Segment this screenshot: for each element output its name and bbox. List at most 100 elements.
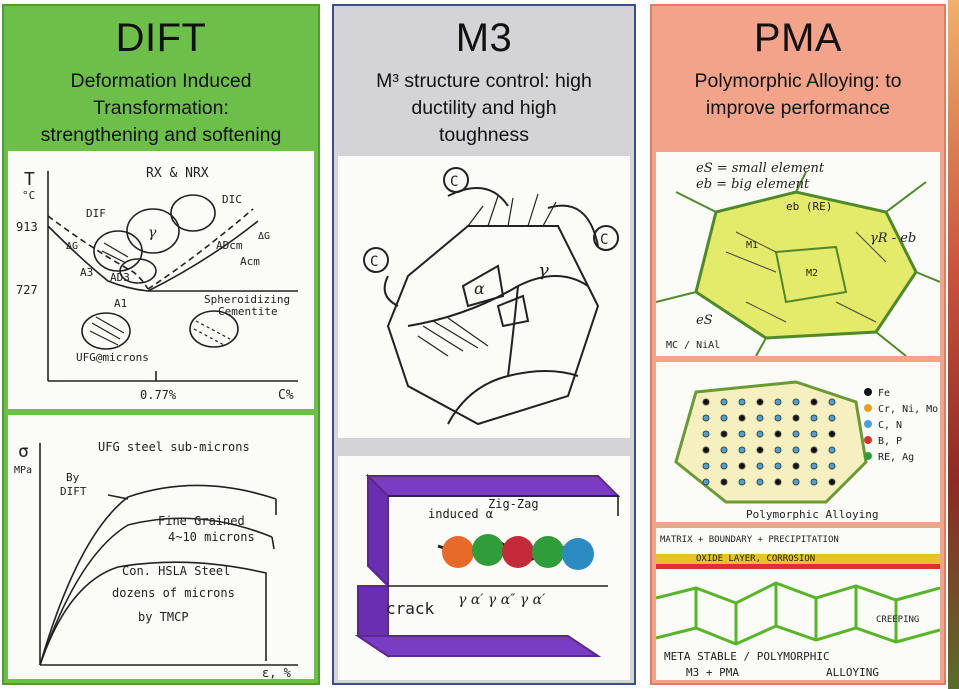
hsla-size-label: dozens of microns <box>112 586 235 600</box>
ufg-label: UFG@microns <box>76 351 149 364</box>
dift-subtitle-line-3: strengthening and softening <box>40 124 282 146</box>
grain-hatching <box>417 317 489 357</box>
mc-nial-label: MC / NiAl <box>666 340 720 351</box>
lattice-atom <box>720 430 728 438</box>
pma-title: PMA <box>753 16 843 60</box>
dift-curve-label: DIFT <box>60 485 87 498</box>
ad3-dashed-line <box>47 215 149 290</box>
lattice-atom <box>828 462 836 470</box>
lattice-atom <box>774 414 782 422</box>
rotate-arrow-left <box>383 275 399 307</box>
strain-label: ε, % <box>262 666 292 679</box>
dif-label: DIF <box>86 207 106 220</box>
lattice-atom <box>720 414 728 422</box>
es-label: eS <box>696 313 713 328</box>
lattice-atom <box>774 398 782 406</box>
fine-size-label: 4~10 microns <box>168 530 255 544</box>
lattice-atom <box>792 446 800 454</box>
grain-boundary-3 <box>507 285 519 377</box>
m3-subtitle-line-2: ductility and high <box>411 97 557 119</box>
grain-outline <box>386 225 600 426</box>
dift-subtitle-line-1: Deformation Induced <box>70 70 252 92</box>
m1-label: M1 <box>746 240 758 251</box>
lattice-atom <box>792 478 800 486</box>
t727-label: 727 <box>16 283 38 297</box>
stress-strain-sketch: σ MPa UFG steel sub-microns By DIFT Fine… <box>8 415 314 679</box>
inner-grain <box>774 245 848 304</box>
alpha-subgrain-1 <box>461 264 505 308</box>
c-label-left: C <box>370 254 378 270</box>
ufg-curve <box>39 484 277 666</box>
crack-sketch: Zig-Zag induced α crack γ α′ γ α″ γ α′ <box>338 456 630 680</box>
grain-boundary-1 <box>407 275 589 327</box>
fine-end <box>271 536 275 550</box>
ufg-steel-label: UFG steel sub-microns <box>98 440 250 454</box>
a3-line <box>47 225 149 292</box>
right-edge-image-strip <box>948 0 959 689</box>
c-mark-right <box>593 225 619 251</box>
pma-lattice-svg: Fe Cr, Ni, Mo C, N B, P RE, Ag Polymorph… <box>674 380 938 521</box>
ufg-hatch <box>89 316 125 346</box>
acm-label: Acm <box>240 255 260 268</box>
crack-svg: Zig-Zag induced α crack γ α′ γ α″ γ α′ <box>354 473 621 658</box>
meta-stable-label: META STABLE / POLYMORPHIC <box>664 650 830 663</box>
rotate-arrow-right <box>547 204 599 247</box>
grain-small <box>119 258 157 284</box>
oxide-band-yellow <box>656 554 940 564</box>
fine-grained-label: Fine Grained <box>158 514 245 528</box>
c077-label: 0.77% <box>140 388 177 402</box>
x-axis-label: C% <box>278 388 294 403</box>
lattice-atom <box>738 414 746 422</box>
lattice-atom <box>756 430 764 438</box>
phase-diagram-svg: T °C 913 727 0.77% C% RX & NRX DIF DIC γ… <box>16 166 298 403</box>
y-axis-unit: °C <box>22 189 35 202</box>
lattice-atom <box>720 398 728 406</box>
lattice-atom <box>756 478 764 486</box>
lattice-atom <box>702 430 710 438</box>
lattice-atom <box>702 414 710 422</box>
a3-label: A3 <box>80 266 93 279</box>
fine-curve <box>39 517 273 666</box>
m3-pma-label: M3 + PMA <box>686 666 739 679</box>
rx-nrx-label: RX & NRX <box>146 166 209 181</box>
lattice-atom <box>810 398 818 406</box>
sigma-label: σ <box>18 441 29 462</box>
crack-top-face <box>365 475 621 497</box>
crack-bottom-face <box>354 635 602 657</box>
lattice-atom <box>738 478 746 486</box>
grain-blue <box>562 538 594 570</box>
lattice-atom <box>828 398 836 406</box>
matrix-label: MATRIX + BOUNDARY + PRECIPITATION <box>660 535 839 545</box>
lattice-atom <box>810 414 818 422</box>
gamma-label: γ <box>148 225 157 241</box>
spheroid-grain <box>189 310 239 348</box>
alpha-label: α <box>474 279 485 298</box>
gamma-grain-label: γ <box>538 260 549 281</box>
legend-fe: Fe <box>878 388 890 399</box>
grain-dic <box>170 194 216 232</box>
oxide-band-red <box>656 564 940 569</box>
crack-label: crack <box>386 599 435 618</box>
a1-label: A1 <box>114 297 127 310</box>
c-mark-top <box>443 167 469 193</box>
eb-def-label: eb = big element <box>696 177 810 192</box>
dg2-label: ΔG <box>258 231 270 242</box>
lattice-atom <box>774 446 782 454</box>
m3-grain-sketch: C C C α γ <box>338 156 630 438</box>
oxide-label: OXIDE LAYER, CORROSION <box>696 554 815 564</box>
grain-green-1 <box>472 534 504 566</box>
t913-label: 913 <box>16 220 38 234</box>
grain-red <box>502 536 534 568</box>
lattice-atom <box>828 414 836 422</box>
alloying-label: ALLOYING <box>826 666 879 679</box>
lattice-atom <box>756 462 764 470</box>
m3-subtitle-line-3: toughness <box>439 124 529 146</box>
spheroidizing-label: Spheroidizing <box>204 293 290 306</box>
lattice-atom <box>828 446 836 454</box>
dift-subtitle-line-2: Transformation: <box>93 97 229 119</box>
dic-label: DIC <box>222 193 242 206</box>
lattice-atom <box>720 446 728 454</box>
grain-boundary-2 <box>447 370 579 425</box>
lattice-atom <box>810 462 818 470</box>
hatch-lines <box>725 231 887 323</box>
